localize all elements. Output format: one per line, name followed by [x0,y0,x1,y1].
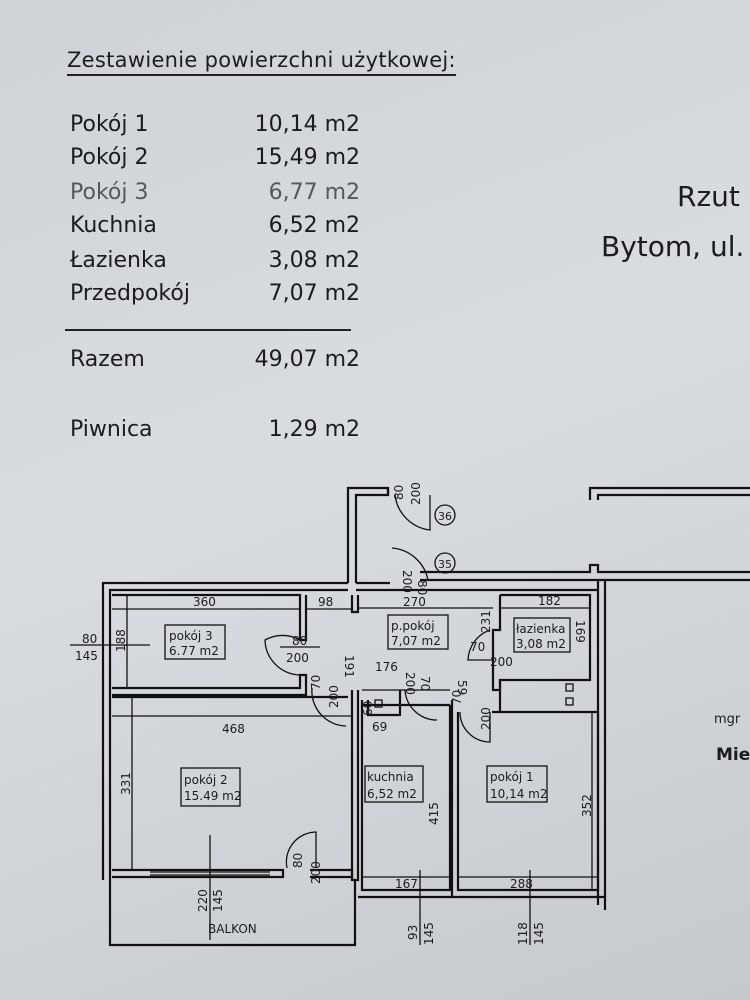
dim-label: 288 [510,877,533,891]
room-labels: pokój 3 6.77 m2 p.pokój 7,07 m2 łazienka… [164,614,571,936]
dim-label: 188 [114,629,128,652]
room-name: pokój 1 [490,770,534,784]
marker-36: 36 [438,510,452,523]
dim-label: 70 [450,690,464,705]
dim-label: 145 [211,889,225,912]
marker-35: 35 [438,558,452,571]
row-label: Kuchnia [70,213,157,238]
room-area: 15.49 m2 [184,789,242,803]
row-value: 15,49 m2 [254,145,360,170]
dim-label: 70 [309,675,323,690]
room-name: pokój 3 [169,629,213,643]
dim-label: 270 [403,595,426,609]
stamp-name: Mie [716,745,750,765]
walls [101,486,750,947]
dim-label: 59 [455,680,469,695]
dim-label: 360 [193,595,216,609]
dim-label: 167 [395,877,418,891]
dim-label: 80 [292,634,307,648]
dim-label: 145 [532,922,546,945]
dim-label: 145 [75,649,98,663]
markers: 36 35 [434,504,456,574]
row-value: 6,77 m2 [268,180,360,205]
room-area: 3,08 m2 [516,637,566,651]
room-name: pokój 2 [184,773,228,787]
dim-label: 200 [400,570,414,593]
dimension-lines [70,595,598,945]
dim-label: 200 [403,672,417,695]
total-value: 49,07 m2 [254,347,360,372]
dim-label: 220 [196,889,210,912]
dim-label: 331 [119,772,133,795]
summary-cellar: Piwnica 1,29 m2 [70,417,360,442]
balcony-label: BALKON [208,922,257,936]
dim-label: 93 [406,925,420,940]
dim-label: 145 [422,922,436,945]
row-label: Pokój 3 [70,180,149,205]
dim-label: 200 [327,685,341,708]
dim-label: 352 [580,794,594,817]
marker-circle-35 [434,552,456,574]
drawing-address: Bytom, ul. [601,230,745,263]
dim-label: 200 [490,655,513,669]
drawing-heading: Rzut [677,180,740,213]
room-name: łazienka [516,622,565,636]
doors [264,494,574,869]
dim-label: 200 [409,482,423,505]
dim-label: 191 [342,655,356,678]
dim-label: 200 [479,707,493,730]
dim-label: 80 [82,632,97,646]
dim-label: 468 [222,722,245,736]
row-label: Przedpokój [70,281,190,306]
row-label: Łazienka [70,248,167,273]
dim-label: 415 [427,802,441,825]
row-value: 3,08 m2 [268,248,360,273]
dim-label: 80 [291,853,305,868]
summary-title: Zestawienie powierzchni użytkowej: [67,48,456,76]
room-name: kuchnia [367,770,414,784]
dim-label: 182 [538,594,561,608]
dim-label: 231 [479,610,493,633]
room-area: 7,07 m2 [391,634,441,648]
dim-label: 80 [392,485,406,500]
dim-label: 60 [361,701,375,716]
stamp-title: mgr [714,712,741,727]
summary-row-pokoj-2: Pokój 2 15,49 m2 [70,145,360,170]
cellar-label: Piwnica [70,417,153,442]
cellar-value: 1,29 m2 [268,417,360,442]
room-area: 6,52 m2 [367,787,417,801]
row-value: 10,14 m2 [254,112,360,137]
row-value: 6,52 m2 [268,213,360,238]
summary-row-pokoj-1: Pokój 1 10,14 m2 [70,112,360,137]
dim-label: 118 [516,922,530,945]
summary-row-lazienka: Łazienka 3,08 m2 [70,248,360,273]
row-label: Pokój 1 [70,112,149,137]
dim-label: 69 [372,720,387,734]
marker-circle-36 [434,504,456,526]
summary-row-pokoj-3: Pokój 3 6,77 m2 [70,180,360,205]
room-area: 10,14 m2 [490,787,548,801]
summary-total: Razem 49,07 m2 [70,347,360,372]
total-label: Razem [70,347,145,372]
row-value: 7,07 m2 [268,281,360,306]
summary-row-kuchnia: Kuchnia 6,52 m2 [70,213,360,238]
dim-label: 176 [375,660,398,674]
dim-label: 200 [286,651,309,665]
room-name: p.pokój [391,619,435,633]
dim-label: 70 [470,640,485,654]
dimension-labels: 360 98 270 182 188 191 231 169 176 60 69… [75,482,594,945]
row-label: Pokój 2 [70,145,149,170]
dim-label: 98 [318,595,333,609]
summary-row-przedpokoj: Przedpokój 7,07 m2 [70,281,360,306]
dim-label: 169 [573,620,587,643]
room-area: 6.77 m2 [169,644,219,658]
dim-label: 70 [418,676,432,691]
summary-divider [65,329,351,331]
dim-label: 80 [415,580,429,595]
dim-label: 200 [309,861,323,884]
